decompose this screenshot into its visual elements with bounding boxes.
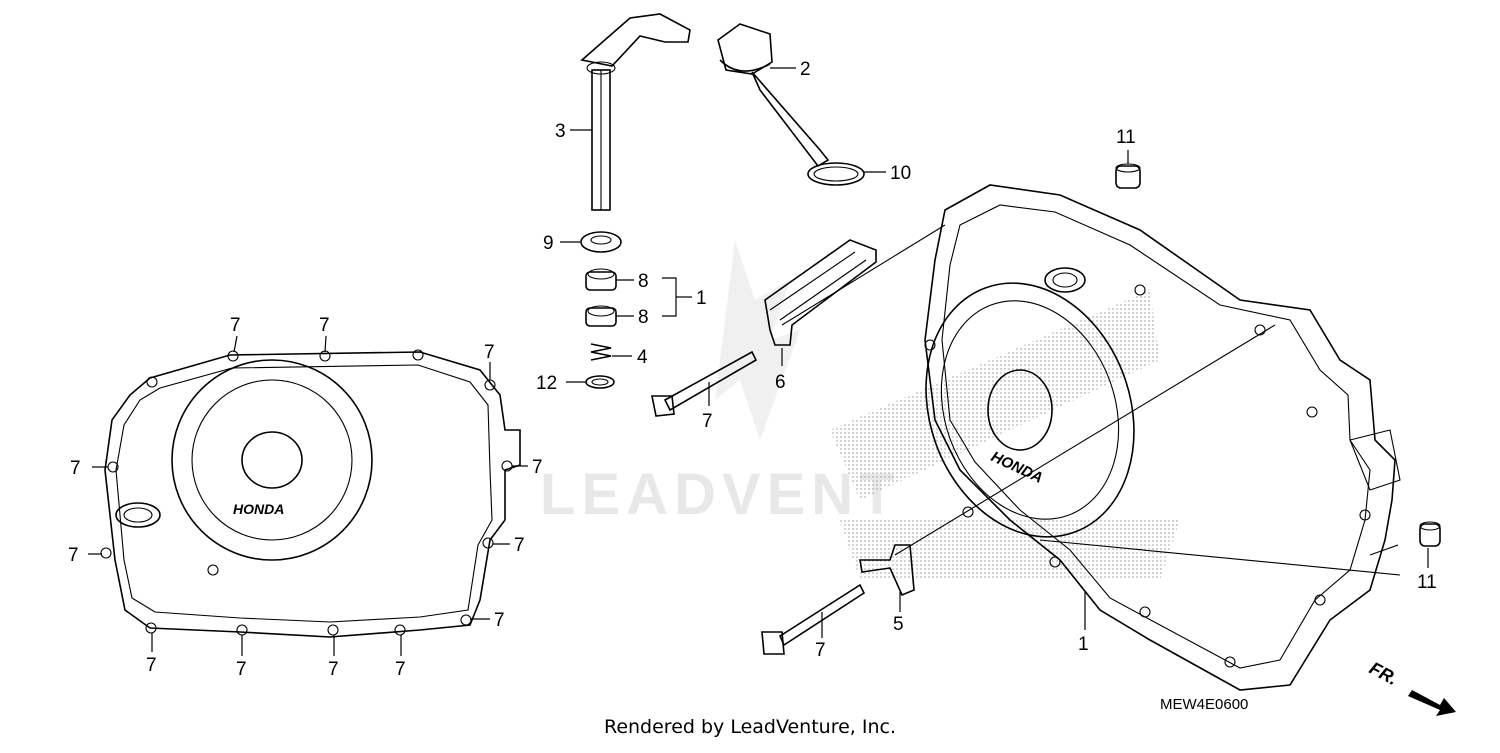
callout-1-cover: 1	[1078, 634, 1089, 655]
callout-1-stack: 1	[696, 288, 707, 309]
dowel-pin-upper	[1115, 163, 1141, 189]
forward-arrow-icon	[1408, 690, 1456, 716]
callout-7-g12: 7	[395, 659, 406, 680]
bearing-upper	[585, 268, 617, 291]
dowel-pin-lower	[1419, 521, 1441, 547]
shaft-rod	[580, 13, 691, 211]
forward-direction-indicator: FR.	[1366, 658, 1456, 716]
spring	[590, 343, 612, 361]
bolt-lower	[761, 583, 866, 655]
callout-8-upper: 8	[638, 271, 649, 292]
oil-seal	[580, 231, 622, 253]
callout-10: 10	[890, 163, 911, 184]
callout-7-g7: 7	[514, 535, 525, 556]
callout-3: 3	[555, 121, 566, 142]
callout-7-g8: 7	[494, 610, 505, 631]
callout-7-g4: 7	[70, 458, 81, 479]
o-ring-inner	[813, 166, 859, 182]
forward-label: FR.	[1366, 658, 1401, 689]
callout-5: 5	[893, 614, 904, 635]
leader-lines	[88, 67, 1429, 656]
watermark-text: LEADVENT	[540, 462, 901, 527]
bearing-lower	[585, 305, 617, 327]
callout-2: 2	[800, 59, 811, 80]
callout-11-lower: 11	[1417, 572, 1437, 593]
bolt-upper	[651, 350, 758, 417]
o-ring	[807, 162, 865, 186]
clutch-cover-gasket: HONDA	[100, 349, 521, 638]
callout-11-upper: 11	[1116, 127, 1136, 148]
assembly-lines	[781, 224, 1401, 576]
callout-4: 4	[637, 347, 648, 368]
callout-12: 12	[536, 373, 557, 394]
hose-clamp-bracket	[764, 239, 877, 346]
callout-7-lower-bolt: 7	[815, 640, 826, 661]
callout-8-lower: 8	[638, 307, 649, 328]
callout-9: 9	[543, 233, 554, 254]
callout-6: 6	[775, 372, 786, 393]
oil-dipstick	[717, 23, 830, 168]
callout-7-g10: 7	[236, 659, 247, 680]
diagram-code: MEW4E0600	[1160, 696, 1249, 713]
dotted-brand-pattern	[830, 290, 1180, 580]
callout-7-g1: 7	[230, 315, 241, 336]
callout-7-g6: 7	[68, 545, 79, 566]
footer-caption: Rendered by LeadVenture, Inc.	[603, 716, 897, 738]
callout-7-upper-bolt: 7	[702, 411, 713, 432]
honda-emblem-left: HONDA	[233, 501, 284, 517]
circlip	[585, 375, 615, 389]
callout-7-g9: 7	[146, 655, 157, 676]
right-crankcase-cover: HONDA	[924, 184, 1401, 691]
cable-clip	[859, 544, 915, 597]
callout-7-g2: 7	[319, 315, 330, 336]
callouts: 2 3 10 9 8 8 1 4 12 6 7 5 7 11 1 11 7 7 …	[68, 59, 1437, 680]
callout-7-g11: 7	[328, 659, 339, 680]
callout-7-g3: 7	[484, 342, 495, 363]
callout-7-g5: 7	[532, 457, 543, 478]
